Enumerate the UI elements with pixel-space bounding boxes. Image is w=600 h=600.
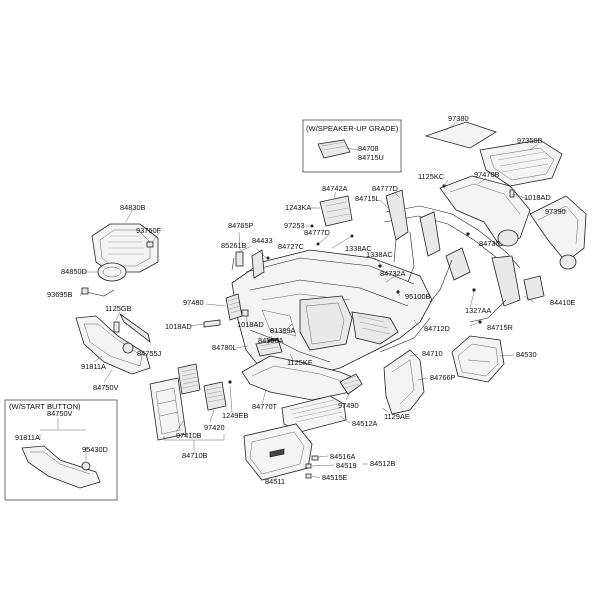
lower-trim-84755j — [119, 313, 151, 344]
label-84511: 84511 — [265, 477, 285, 486]
label-84715u: 84715U — [358, 153, 384, 162]
cowl-cross-bar — [378, 189, 545, 324]
lower-panel-left — [75, 315, 151, 375]
cluster-fascia-panel — [91, 223, 159, 273]
air-vent-center-lower — [339, 373, 363, 395]
label-84727c: 84727C — [278, 242, 305, 251]
label-1125gb: 1125GB — [105, 304, 132, 313]
label-84712d: 84712D — [424, 324, 450, 333]
label-84732a: 84732A — [380, 269, 406, 278]
label-84765p: 84765P — [228, 221, 254, 230]
label-93695b: 93695B — [47, 290, 73, 299]
label-84777d-a: 84777D — [372, 184, 398, 193]
label-97380: 97380 — [448, 114, 469, 123]
crash-pad-main-panel — [231, 249, 433, 379]
label-84512b: 84512B — [370, 459, 396, 468]
center-fascia-panel — [149, 377, 187, 441]
note-titles: (W/SPEAKER-UP GRADE) (W/START BUTTON) — [9, 124, 399, 411]
glove-box — [243, 423, 313, 481]
label-84730: 84730 — [479, 239, 500, 248]
passenger-airbag — [451, 335, 505, 383]
label-84710: 84710 — [422, 349, 443, 358]
label-84777d-b: 84777D — [304, 228, 330, 237]
label-95100b: 95100B — [405, 292, 431, 301]
label-97253: 97253 — [284, 221, 305, 230]
label-84715l: 84715L — [355, 194, 380, 203]
part-number-labels: 97380 97350B 1125KC 97470B 1018AD 97390 … — [15, 114, 576, 486]
leader-lines — [39, 120, 567, 481]
label-84766p: 84766P — [430, 373, 456, 382]
label-1129ae: 1129AE — [384, 412, 410, 421]
label-97390: 97390 — [545, 207, 566, 216]
label-1327aa: 1327AA — [465, 306, 491, 315]
defroster-nozzle — [424, 121, 563, 187]
note-title-start-button: (W/START BUTTON) — [9, 402, 81, 411]
label-84715r: 84715R — [487, 323, 513, 332]
label-91811a: 91811A — [81, 362, 106, 371]
label-84742a: 84742A — [322, 184, 348, 193]
label-93760f: 93760F — [136, 226, 162, 235]
label-1018ad-right: 1018AD — [524, 193, 551, 202]
heater-duct-left — [439, 175, 531, 247]
label-84850d: 84850D — [61, 267, 87, 276]
label-84830b: 84830B — [120, 203, 146, 212]
label-start-91811a: 91811A — [15, 433, 40, 442]
label-1243ka: 1243KA — [285, 203, 311, 212]
label-85261b: 85261B — [221, 241, 247, 250]
label-97490: 97490 — [338, 401, 359, 410]
label-97420: 97420 — [204, 423, 225, 432]
clip-1018ad-left — [203, 309, 249, 328]
label-84708: 84708 — [358, 144, 379, 153]
note-box-start-button — [4, 399, 118, 501]
note-box-speaker-upgrade — [302, 119, 402, 173]
label-84519: 84519 — [336, 461, 357, 470]
label-84516a: 84516A — [330, 452, 356, 461]
label-84410e: 84410E — [550, 298, 576, 307]
heater-duct-right — [529, 195, 587, 270]
label-1018ad-mid: 1018AD — [237, 320, 264, 329]
cluster-connector-93695b — [81, 287, 115, 297]
small-bolt-1249eb — [228, 380, 232, 384]
label-84512a: 84512A — [352, 419, 378, 428]
cluster-hood-ring — [97, 262, 127, 282]
bolt-1018ad-right — [509, 189, 515, 198]
label-97350b: 97350B — [517, 136, 543, 145]
side-cover-left — [231, 249, 265, 279]
label-1018ad-left: 1018AD — [165, 322, 192, 331]
label-1125kf: 1125KF — [287, 358, 313, 367]
label-84550a: 84550A — [258, 336, 284, 345]
label-start-84750v: 84750V — [47, 409, 73, 418]
label-1338ac-a: 1338AC — [345, 244, 372, 253]
crash-pad-lower-right — [383, 349, 425, 415]
label-84750v: 84750V — [93, 383, 119, 392]
label-1125kc: 1125KC — [418, 172, 445, 181]
glove-box-latch-parts — [305, 455, 319, 479]
label-start-95430d: 95430D — [82, 445, 108, 454]
label-84530: 84530 — [516, 350, 537, 359]
label-84710b: 84710B — [182, 451, 208, 460]
label-81389a: 81389A — [270, 326, 296, 335]
label-84433: 84433 — [252, 236, 273, 245]
note-title-speaker-upgrade: (W/SPEAKER-UP GRADE) — [306, 124, 399, 133]
label-84755j: 84755J — [137, 349, 162, 358]
label-97470b: 97470B — [474, 170, 500, 179]
label-84770t: 84770T — [252, 402, 278, 411]
label-1249eb: 1249EB — [222, 411, 248, 420]
center-vent-right — [203, 381, 227, 411]
label-97410b: 97410B — [176, 431, 202, 440]
label-84780l: 84780L — [212, 343, 237, 352]
center-vent-left — [177, 363, 201, 395]
label-97480: 97480 — [183, 298, 204, 307]
label-84515e: 84515E — [322, 473, 348, 482]
center-bracket — [255, 339, 283, 357]
speaker-module-84742a — [319, 195, 353, 227]
label-1338ac-b: 1338AC — [366, 250, 393, 259]
